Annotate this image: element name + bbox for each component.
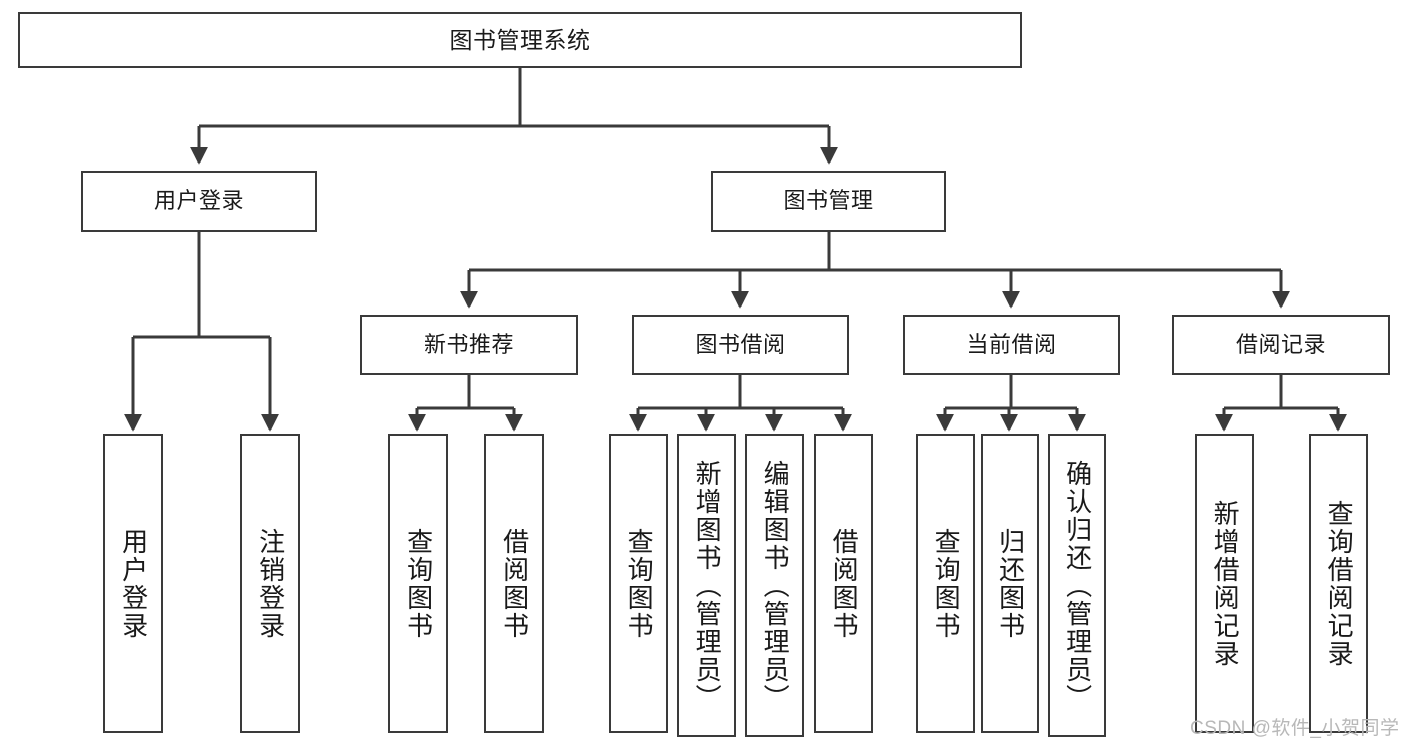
node-book-management[interactable]: 图书管理 <box>711 171 946 232</box>
node-label: 新增图书（管理员） <box>692 459 723 712</box>
node-leaf-edit-book[interactable]: 编辑图书（管理员） <box>745 434 804 737</box>
node-user-login[interactable]: 用户登录 <box>81 171 317 232</box>
node-label: 用户登录 <box>118 527 149 640</box>
node-label: 借阅图书 <box>499 527 530 640</box>
node-book-borrow[interactable]: 图书借阅 <box>632 315 849 375</box>
node-leaf-add-record[interactable]: 新增借阅记录 <box>1195 434 1254 733</box>
node-leaf-query-record[interactable]: 查询借阅记录 <box>1309 434 1368 733</box>
node-label: 查询借阅记录 <box>1324 499 1355 668</box>
node-label: 借阅图书 <box>829 527 860 640</box>
node-leaf-query-book-3[interactable]: 查询图书 <box>916 434 975 733</box>
node-label: 用户登录 <box>153 188 244 214</box>
node-label: 归还图书 <box>995 527 1026 640</box>
csdn-watermark: CSDN @软件_小贺同学 <box>1190 718 1400 739</box>
node-label: 新增借阅记录 <box>1210 499 1241 668</box>
node-label: 确认归还（管理员） <box>1062 459 1093 712</box>
node-borrow-record[interactable]: 借阅记录 <box>1172 315 1390 375</box>
node-leaf-query-book-2[interactable]: 查询图书 <box>609 434 668 733</box>
node-leaf-add-book[interactable]: 新增图书（管理员） <box>677 434 736 737</box>
node-current-borrow[interactable]: 当前借阅 <box>903 315 1120 375</box>
node-leaf-query-book-1[interactable]: 查询图书 <box>388 434 448 733</box>
node-label: 查询图书 <box>931 527 962 640</box>
node-leaf-borrow-book-1[interactable]: 借阅图书 <box>484 434 544 733</box>
node-label: 注销登录 <box>255 527 286 640</box>
node-label: 图书借阅 <box>695 331 786 357</box>
node-root-book-management-system[interactable]: 图书管理系统 <box>18 12 1022 68</box>
node-label: 借阅记录 <box>1235 331 1326 357</box>
node-label: 查询图书 <box>403 527 434 640</box>
node-label: 查询图书 <box>624 527 655 640</box>
node-leaf-user-login[interactable]: 用户登录 <box>103 434 163 733</box>
node-label: 当前借阅 <box>966 331 1057 357</box>
node-leaf-return-book[interactable]: 归还图书 <box>981 434 1039 733</box>
node-leaf-borrow-book-2[interactable]: 借阅图书 <box>814 434 873 733</box>
node-label: 编辑图书（管理员） <box>760 459 791 712</box>
node-label: 新书推荐 <box>423 331 514 357</box>
node-new-book-recommend[interactable]: 新书推荐 <box>360 315 578 375</box>
node-label: 图书管理系统 <box>449 26 591 53</box>
node-leaf-user-logout[interactable]: 注销登录 <box>240 434 300 733</box>
node-label: 图书管理 <box>783 188 874 214</box>
node-leaf-confirm-return[interactable]: 确认归还（管理员） <box>1048 434 1106 737</box>
